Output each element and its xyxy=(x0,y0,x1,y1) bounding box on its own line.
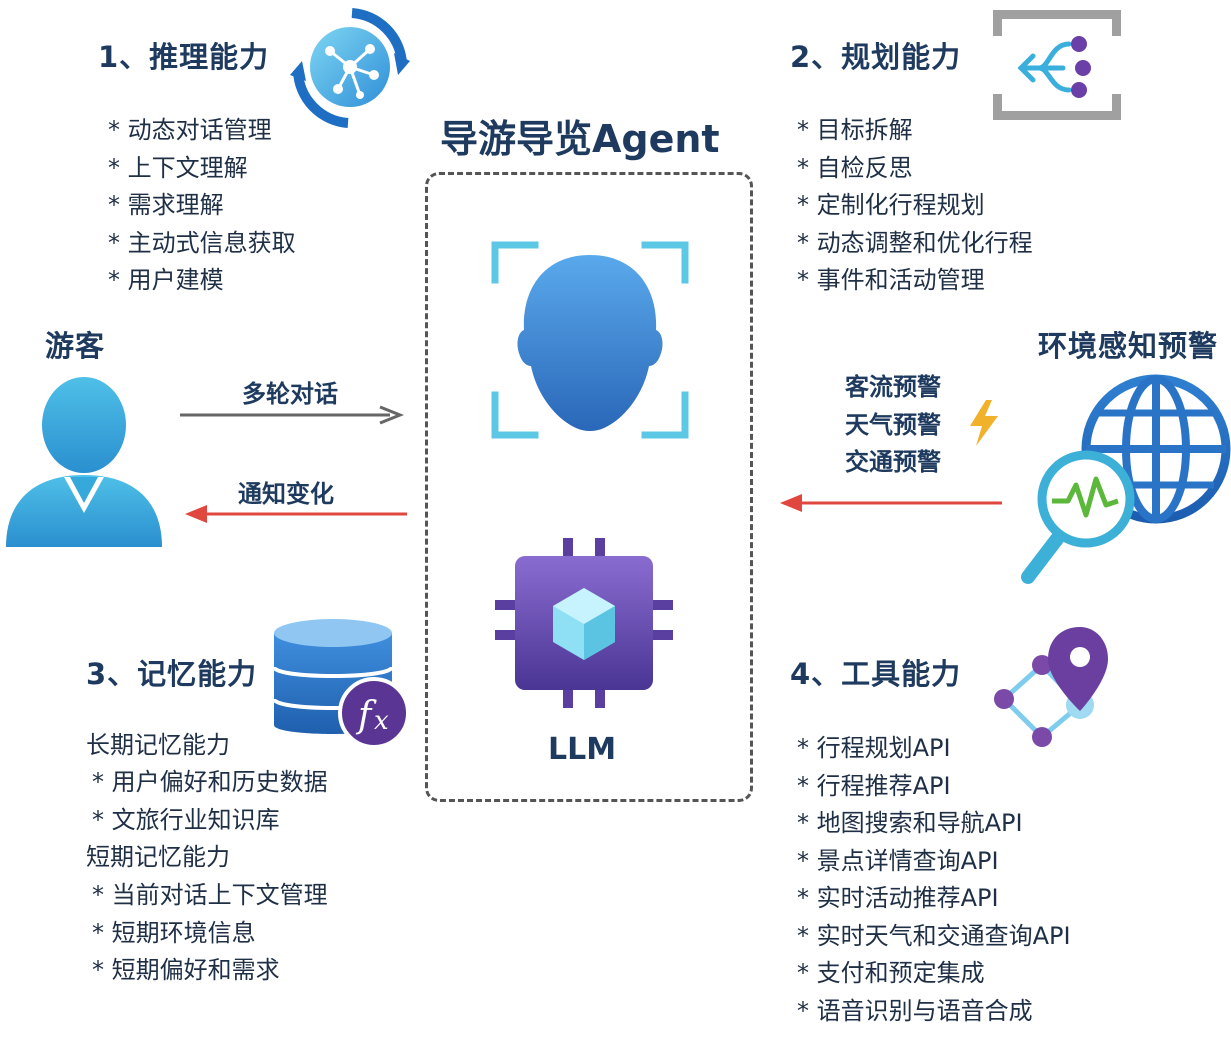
face-scan-icon xyxy=(491,241,689,439)
planning-heading: 2、规划能力 xyxy=(790,40,962,74)
branching-arrow-icon xyxy=(993,10,1121,120)
network-cycle-icon xyxy=(290,8,410,128)
list-item: 上下文理解 xyxy=(108,150,296,188)
user-icon xyxy=(6,377,162,547)
globe-search-icon xyxy=(1021,374,1231,584)
llm-label: LLM xyxy=(548,732,617,767)
list-item: 短期环境信息 xyxy=(92,915,328,953)
memory-long-label: 长期记忆能力 xyxy=(86,731,230,759)
alert-item: 天气预警 xyxy=(845,410,941,439)
planning-list: 目标拆解 自检反思 定制化行程规划 动态调整和优化行程 事件和活动管理 xyxy=(797,112,1033,300)
notify-arrow-label: 通知变化 xyxy=(238,480,334,508)
list-item: 支付和预定集成 xyxy=(797,955,1071,993)
list-item: 用户建模 xyxy=(108,262,296,300)
lightning-icon xyxy=(970,400,998,446)
list-item: 自检反思 xyxy=(797,150,1033,188)
memory-heading: 3、记忆能力 xyxy=(86,657,258,691)
reasoning-list: 动态对话管理 上下文理解 需求理解 主动式信息获取 用户建模 xyxy=(108,112,296,300)
notify-arrow xyxy=(185,505,407,523)
env-label: 环境感知预警 xyxy=(1038,329,1219,363)
agent-box xyxy=(425,172,753,802)
map-route-pin-icon xyxy=(994,627,1108,747)
list-item: 主动式信息获取 xyxy=(108,225,296,263)
list-item: 短期偏好和需求 xyxy=(92,952,328,990)
alert-item: 客流预警 xyxy=(845,373,941,401)
list-item: 实时活动推荐API xyxy=(797,880,1071,918)
list-item: 动态调整和优化行程 xyxy=(797,225,1033,263)
list-item: 需求理解 xyxy=(108,187,296,225)
memory-short-label: 短期记忆能力 xyxy=(86,843,230,871)
list-item: 景点详情查询API xyxy=(797,843,1071,881)
tools-list: 行程规划API 行程推荐API 地图搜索和导航API 景点详情查询API 实时活… xyxy=(797,730,1071,1030)
list-item: 当前对话上下文管理 xyxy=(92,877,328,915)
list-item: 语音识别与语音合成 xyxy=(797,993,1071,1031)
list-item: 地图搜索和导航API xyxy=(797,805,1071,843)
list-item: 用户偏好和历史数据 xyxy=(92,764,328,802)
reasoning-heading: 1、推理能力 xyxy=(98,40,270,74)
agent-title: 导游导览Agent xyxy=(440,117,720,161)
list-item: 文旅行业知识库 xyxy=(92,802,328,840)
alert-item: 交通预警 xyxy=(845,448,941,476)
memory-long-list: 用户偏好和历史数据 文旅行业知识库 xyxy=(92,764,328,839)
svg-text:x: x xyxy=(374,706,389,736)
env-alerts: 客流预警 天气预警 交通预警 xyxy=(845,369,941,482)
list-item: 实时天气和交通查询API xyxy=(797,918,1071,956)
memory-short-list: 当前对话上下文管理 短期环境信息 短期偏好和需求 xyxy=(92,877,328,990)
list-item: 目标拆解 xyxy=(797,112,1033,150)
chip-icon xyxy=(495,538,673,708)
list-item: 动态对话管理 xyxy=(108,112,296,150)
env-arrow xyxy=(780,494,1002,512)
dialog-arrow-label: 多轮对话 xyxy=(242,380,338,408)
database-function-icon: f x xyxy=(272,619,410,749)
list-item: 定制化行程规划 xyxy=(797,187,1033,225)
tourist-label: 游客 xyxy=(45,329,106,363)
list-item: 事件和活动管理 xyxy=(797,262,1033,300)
list-item: 行程推荐API xyxy=(797,768,1071,806)
dialog-arrow xyxy=(180,405,405,425)
tools-heading: 4、工具能力 xyxy=(790,657,962,691)
list-item: 行程规划API xyxy=(797,730,1071,768)
